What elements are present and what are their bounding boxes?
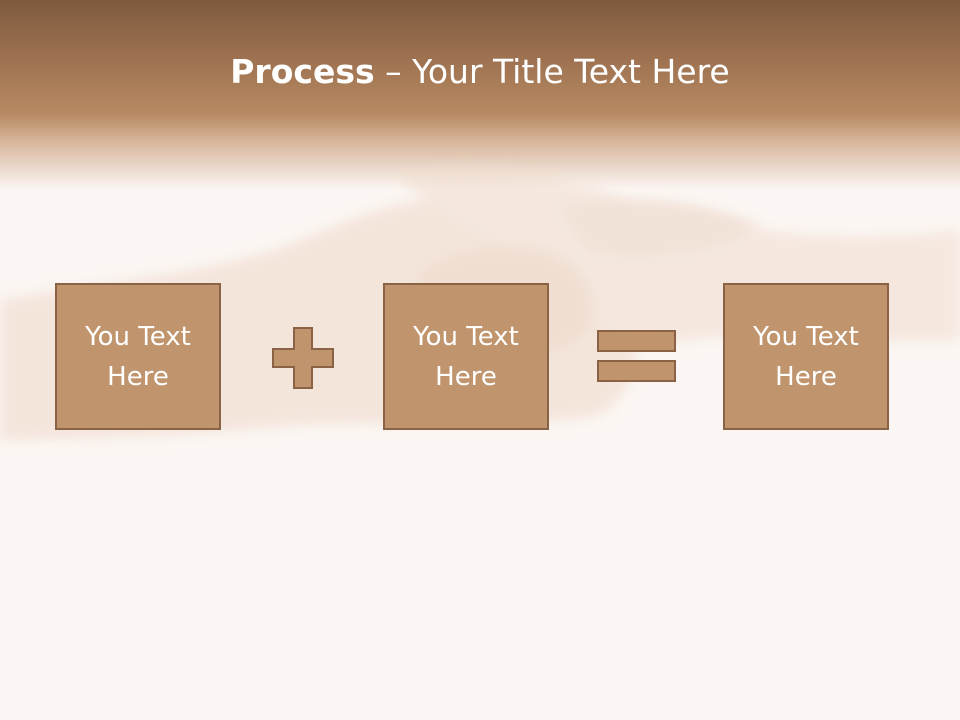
slide-title: Process – Your Title Text Here xyxy=(0,52,960,91)
plus-icon xyxy=(272,327,334,389)
text-box-2-label: You Text Here xyxy=(413,321,519,392)
text-box-3: You Text Here xyxy=(723,283,889,430)
text-box-3-label: You Text Here xyxy=(753,321,859,392)
title-band xyxy=(0,0,960,190)
title-bold: Process xyxy=(230,52,375,91)
equals-icon xyxy=(597,330,676,382)
title-rest: – Your Title Text Here xyxy=(374,52,730,91)
text-box-1-label: You Text Here xyxy=(85,321,191,392)
text-box-1: You Text Here xyxy=(55,283,221,430)
text-box-2: You Text Here xyxy=(383,283,549,430)
